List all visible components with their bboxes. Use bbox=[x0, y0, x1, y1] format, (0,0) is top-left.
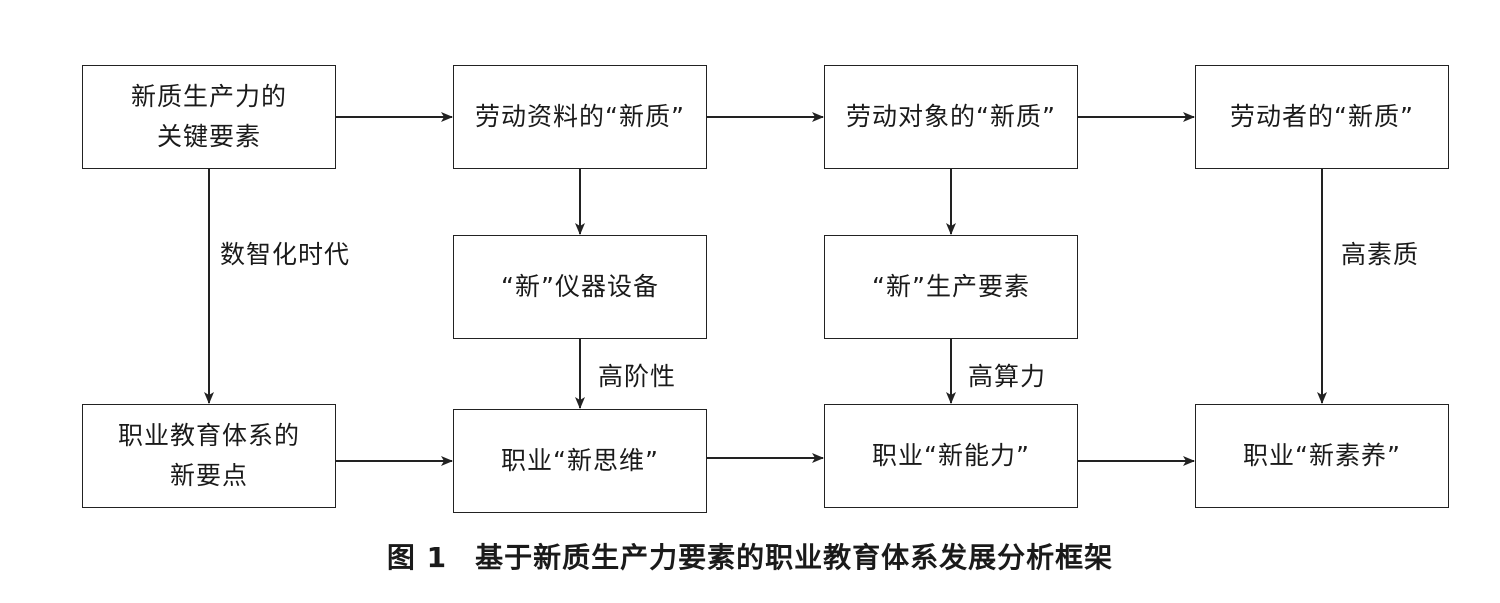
node-vocational-new-points-line2: 新要点 bbox=[169, 461, 248, 490]
edge-label-digital-era: 数智化时代 bbox=[220, 240, 351, 269]
node-key-elements: 新质生产力的 关键要素 bbox=[82, 65, 336, 169]
node-labor-materials-text: 劳动资料的“新质” bbox=[475, 102, 685, 131]
edge-label-high-computing: 高算力 bbox=[968, 362, 1047, 391]
node-new-instruments: “新”仪器设备 bbox=[453, 235, 707, 339]
node-new-thinking: 职业“新思维” bbox=[453, 409, 707, 513]
node-new-production-factors: “新”生产要素 bbox=[824, 235, 1078, 339]
node-laborers: 劳动者的“新质” bbox=[1195, 65, 1449, 169]
node-new-literacy: 职业“新素养” bbox=[1195, 404, 1449, 508]
node-new-production-factors-text: “新”生产要素 bbox=[872, 272, 1030, 301]
node-new-instruments-text: “新”仪器设备 bbox=[501, 272, 659, 301]
figure-title: 基于新质生产力要素的职业教育体系发展分析框架 bbox=[475, 541, 1114, 574]
node-new-ability: 职业“新能力” bbox=[824, 404, 1078, 508]
node-labor-materials: 劳动资料的“新质” bbox=[453, 65, 707, 169]
node-vocational-new-points: 职业教育体系的 新要点 bbox=[82, 404, 336, 508]
node-laborers-text: 劳动者的“新质” bbox=[1230, 102, 1414, 131]
node-new-thinking-text: 职业“新思维” bbox=[501, 446, 659, 475]
node-key-elements-line2: 关键要素 bbox=[156, 122, 261, 151]
node-labor-objects-text: 劳动对象的“新质” bbox=[846, 102, 1056, 131]
edge-label-high-order: 高阶性 bbox=[598, 362, 677, 391]
node-new-ability-text: 职业“新能力” bbox=[872, 441, 1030, 470]
figure-caption: 图 1 基于新质生产力要素的职业教育体系发展分析框架 bbox=[0, 538, 1500, 578]
node-new-literacy-text: 职业“新素养” bbox=[1243, 441, 1401, 470]
node-key-elements-line1: 新质生产力的 bbox=[130, 82, 287, 111]
figure-number: 图 1 bbox=[386, 541, 448, 574]
node-labor-objects: 劳动对象的“新质” bbox=[824, 65, 1078, 169]
edge-label-high-quality: 高素质 bbox=[1341, 240, 1420, 269]
node-vocational-new-points-line1: 职业教育体系的 bbox=[117, 421, 300, 450]
